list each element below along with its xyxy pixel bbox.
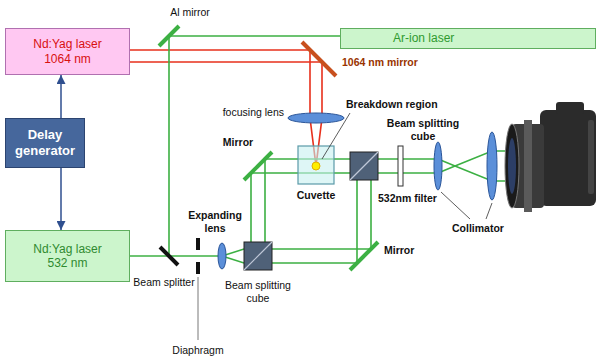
- laser-beam-1064: [130, 50, 310, 118]
- laser-box: Ar-ion laser: [340, 28, 596, 49]
- laser-beam-532: [130, 255, 222, 257]
- laser-beam-532: [251, 173, 438, 256]
- expanding-lens: [218, 243, 226, 269]
- component-label: 532nm filter: [378, 192, 437, 205]
- component-label: Beam splitting cube: [219, 279, 297, 304]
- beam-splitting-cube: [244, 242, 272, 270]
- collimator-lens: [434, 142, 442, 190]
- camera-lens-front: [505, 124, 519, 208]
- component-label: focusing lens: [223, 106, 284, 119]
- trigger-connector: [60, 75, 62, 118]
- mirror: [350, 242, 378, 270]
- component-label: 1064 nm mirror: [342, 56, 418, 69]
- component-label: Al mirror: [170, 6, 210, 19]
- component-label: Collimator: [452, 222, 504, 235]
- camera-grip: [588, 120, 594, 194]
- leader-line: [486, 203, 492, 219]
- laser-box: Nd:Yag laser 1064 nm: [5, 28, 130, 75]
- node-text: Delay generator: [10, 127, 80, 158]
- node-text: Ar-ion laser: [393, 31, 454, 45]
- al-mirror: [159, 26, 179, 46]
- mirror: [244, 152, 272, 180]
- camera-lens-ring: [524, 120, 532, 212]
- focusing-lens: [288, 113, 344, 123]
- component-label: Beam splitter: [133, 276, 194, 289]
- beam-splitter: [160, 247, 178, 265]
- cuvette: [298, 146, 334, 184]
- node-text: Nd:Yag laser 1064 nm: [28, 37, 108, 66]
- component-label: Cuvette: [297, 189, 336, 202]
- leader-line: [198, 277, 199, 340]
- breakdown-spot: [312, 162, 320, 170]
- laser-beam-532: [222, 180, 357, 263]
- camera-prism: [556, 102, 584, 114]
- laser-beam-ar: [169, 36, 340, 256]
- delay-generator-box: Delay generator: [5, 118, 85, 168]
- diaphragm: [196, 238, 200, 250]
- node-text: Nd:Yag laser 532 nm: [28, 242, 108, 271]
- laser-beam-1064: [130, 62, 322, 118]
- beam-splitting-cube: [350, 152, 378, 180]
- camera-body: [540, 110, 596, 206]
- cube-diagonal: [350, 152, 378, 180]
- component-label: Beam splitting cube: [384, 117, 462, 142]
- component-label: Diaphragm: [172, 344, 223, 357]
- leader-line: [441, 192, 470, 219]
- collimator-lens: [487, 132, 497, 200]
- filter: [398, 146, 403, 186]
- diaphragm: [196, 262, 200, 274]
- trigger-connector: [60, 168, 62, 230]
- cube-diagonal: [244, 242, 272, 270]
- laser-box: Nd:Yag laser 532 nm: [5, 230, 130, 282]
- component-label: Mirror: [223, 136, 253, 149]
- camera-lens-glass: [508, 138, 516, 194]
- mirror-1064: [302, 42, 336, 76]
- leader-line: [322, 113, 350, 159]
- component-label: Expanding lens: [185, 209, 245, 234]
- component-label: Breakdown region: [346, 98, 438, 111]
- component-label: Mirror: [384, 244, 414, 257]
